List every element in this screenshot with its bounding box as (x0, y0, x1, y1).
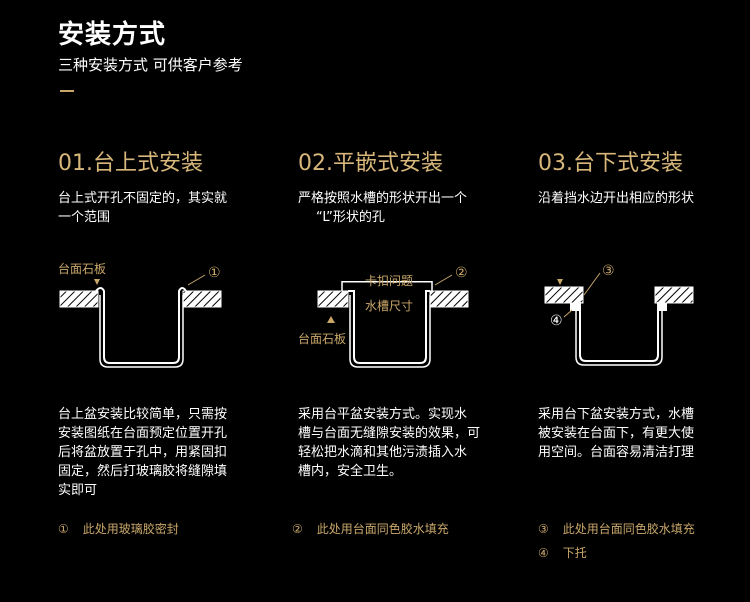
countertop-left-3 (544, 286, 584, 304)
page-title: 安装方式 (58, 20, 167, 50)
leader-1 (187, 274, 206, 286)
column-title-3: 03.台下式安装 (538, 151, 683, 176)
clip-label: 卡扣问题 (365, 274, 413, 288)
column-body-3: 采用台下盆安装方式，水槽 被安装在台面下，有更大使 用空间。台面容易清洁打理 (538, 407, 695, 460)
size-label: 水槽尺寸 (365, 299, 413, 313)
sink-outer-1 (95, 287, 187, 364)
countertop-right-3 (654, 286, 694, 304)
column-desc-3: 沿着挡水边开出相应的形状 (538, 191, 695, 206)
diagram-flush-mount: 卡扣问题 水槽尺寸 台面石板 ② (298, 265, 469, 368)
leader-3 (583, 272, 601, 296)
countertop-left-2 (317, 290, 349, 308)
support-left (570, 303, 580, 311)
column-title-1: 01.台上式安装 (58, 151, 203, 176)
countertop-left-1 (59, 290, 99, 308)
stone-arrow-1 (94, 279, 100, 285)
column-desc-1: 台上式开孔不固定的，其实就 一个范围 (58, 191, 228, 225)
countertop-right-2 (429, 290, 469, 308)
column-title-2: 02.平嵌式安装 (298, 151, 443, 176)
page-subtitle: 三种安装方式 可供客户参考 (58, 56, 243, 74)
stone-arrow-2 (327, 316, 335, 323)
leader-2 (434, 274, 453, 286)
stone-label-2: 台面石板 (298, 331, 346, 346)
diagram-top-mount: 台面石板 ① (58, 261, 222, 368)
column-body-1: 台上盆安装比较简单，只需按 安装图纸在台面预定位置开孔 后将盆放置于孔中，用紧固… (58, 407, 228, 498)
title-divider (60, 90, 74, 92)
sink-inner-2 (349, 295, 431, 368)
marker-2: ② (455, 265, 468, 281)
marker-1: ① (208, 265, 221, 281)
stone-arrow-3 (557, 279, 563, 285)
sink-inner-1 (99, 295, 184, 368)
diagram-undermount: ③ ④ (544, 263, 694, 366)
clip-line (342, 281, 432, 283)
stone-label-1: 台面石板 (58, 261, 106, 276)
marker-4: ④ (550, 313, 563, 329)
sink-outer-2 (348, 290, 430, 364)
countertop-right-1 (182, 290, 222, 308)
sink-inner-3 (575, 307, 663, 366)
sink-outer-3 (574, 302, 664, 362)
column-body-2: 采用台平盆安装方式。实现水 槽与台面无缝隙安装的效果，可 轻松把水滴和其他污渍插… (298, 407, 481, 479)
leader-4 (563, 309, 573, 318)
column-desc-2: 严格按照水槽的形状开出一个 “L”形状的孔 (298, 191, 468, 225)
marker-3: ③ (602, 263, 615, 279)
